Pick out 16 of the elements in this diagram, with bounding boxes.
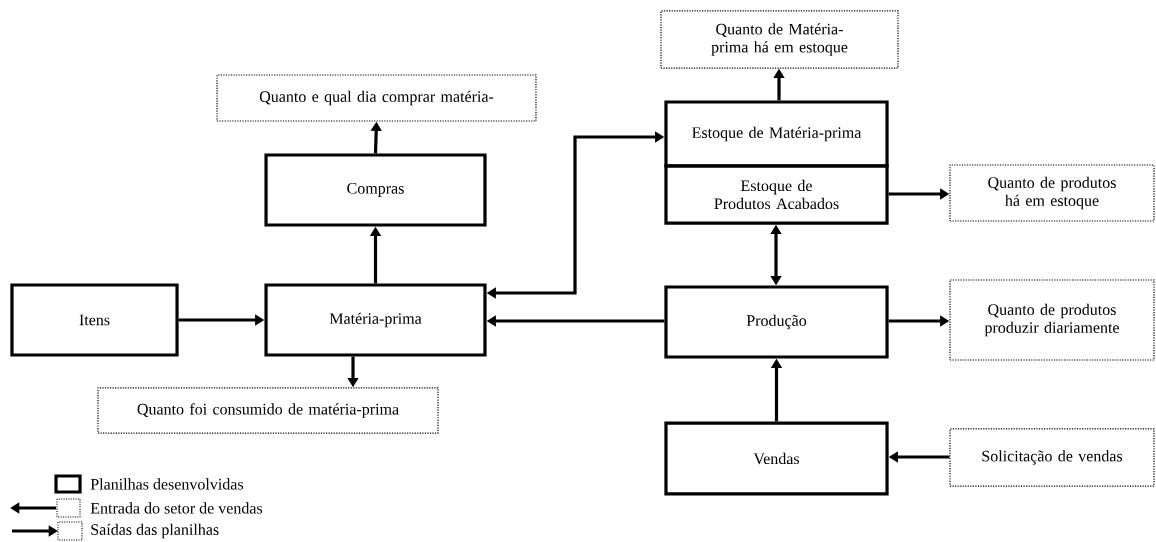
legend-text: Planilhas desenvolvidas	[90, 478, 244, 490]
process-box: Vendas	[664, 421, 889, 496]
note-box: Quanto de produtos há em estoque	[949, 164, 1155, 222]
note-box: Solicitação de vendas	[949, 428, 1155, 487]
note-box: Quanto de Matéria-prima há em estoque	[660, 10, 899, 69]
process-box: Itens	[10, 283, 179, 357]
process-box: Estoque de Matéria-prima	[664, 100, 889, 168]
process-box: Estoque de Produtos Acabados	[664, 164, 889, 225]
note-box: Quanto e qual dia comprar matéria-	[216, 74, 537, 122]
note-box: Quanto de produtos produzir diariamente	[949, 279, 1155, 361]
note-box: Quanto foi consumido de matéria-prima	[97, 387, 439, 434]
legend-text: Saídas das planilhas	[91, 523, 219, 539]
process-box: Matéria-prima	[264, 283, 487, 357]
process-box: Produção	[664, 285, 889, 359]
process-box: Compras	[264, 153, 487, 227]
legend-text: Entrada do setor de vendas	[90, 502, 263, 514]
